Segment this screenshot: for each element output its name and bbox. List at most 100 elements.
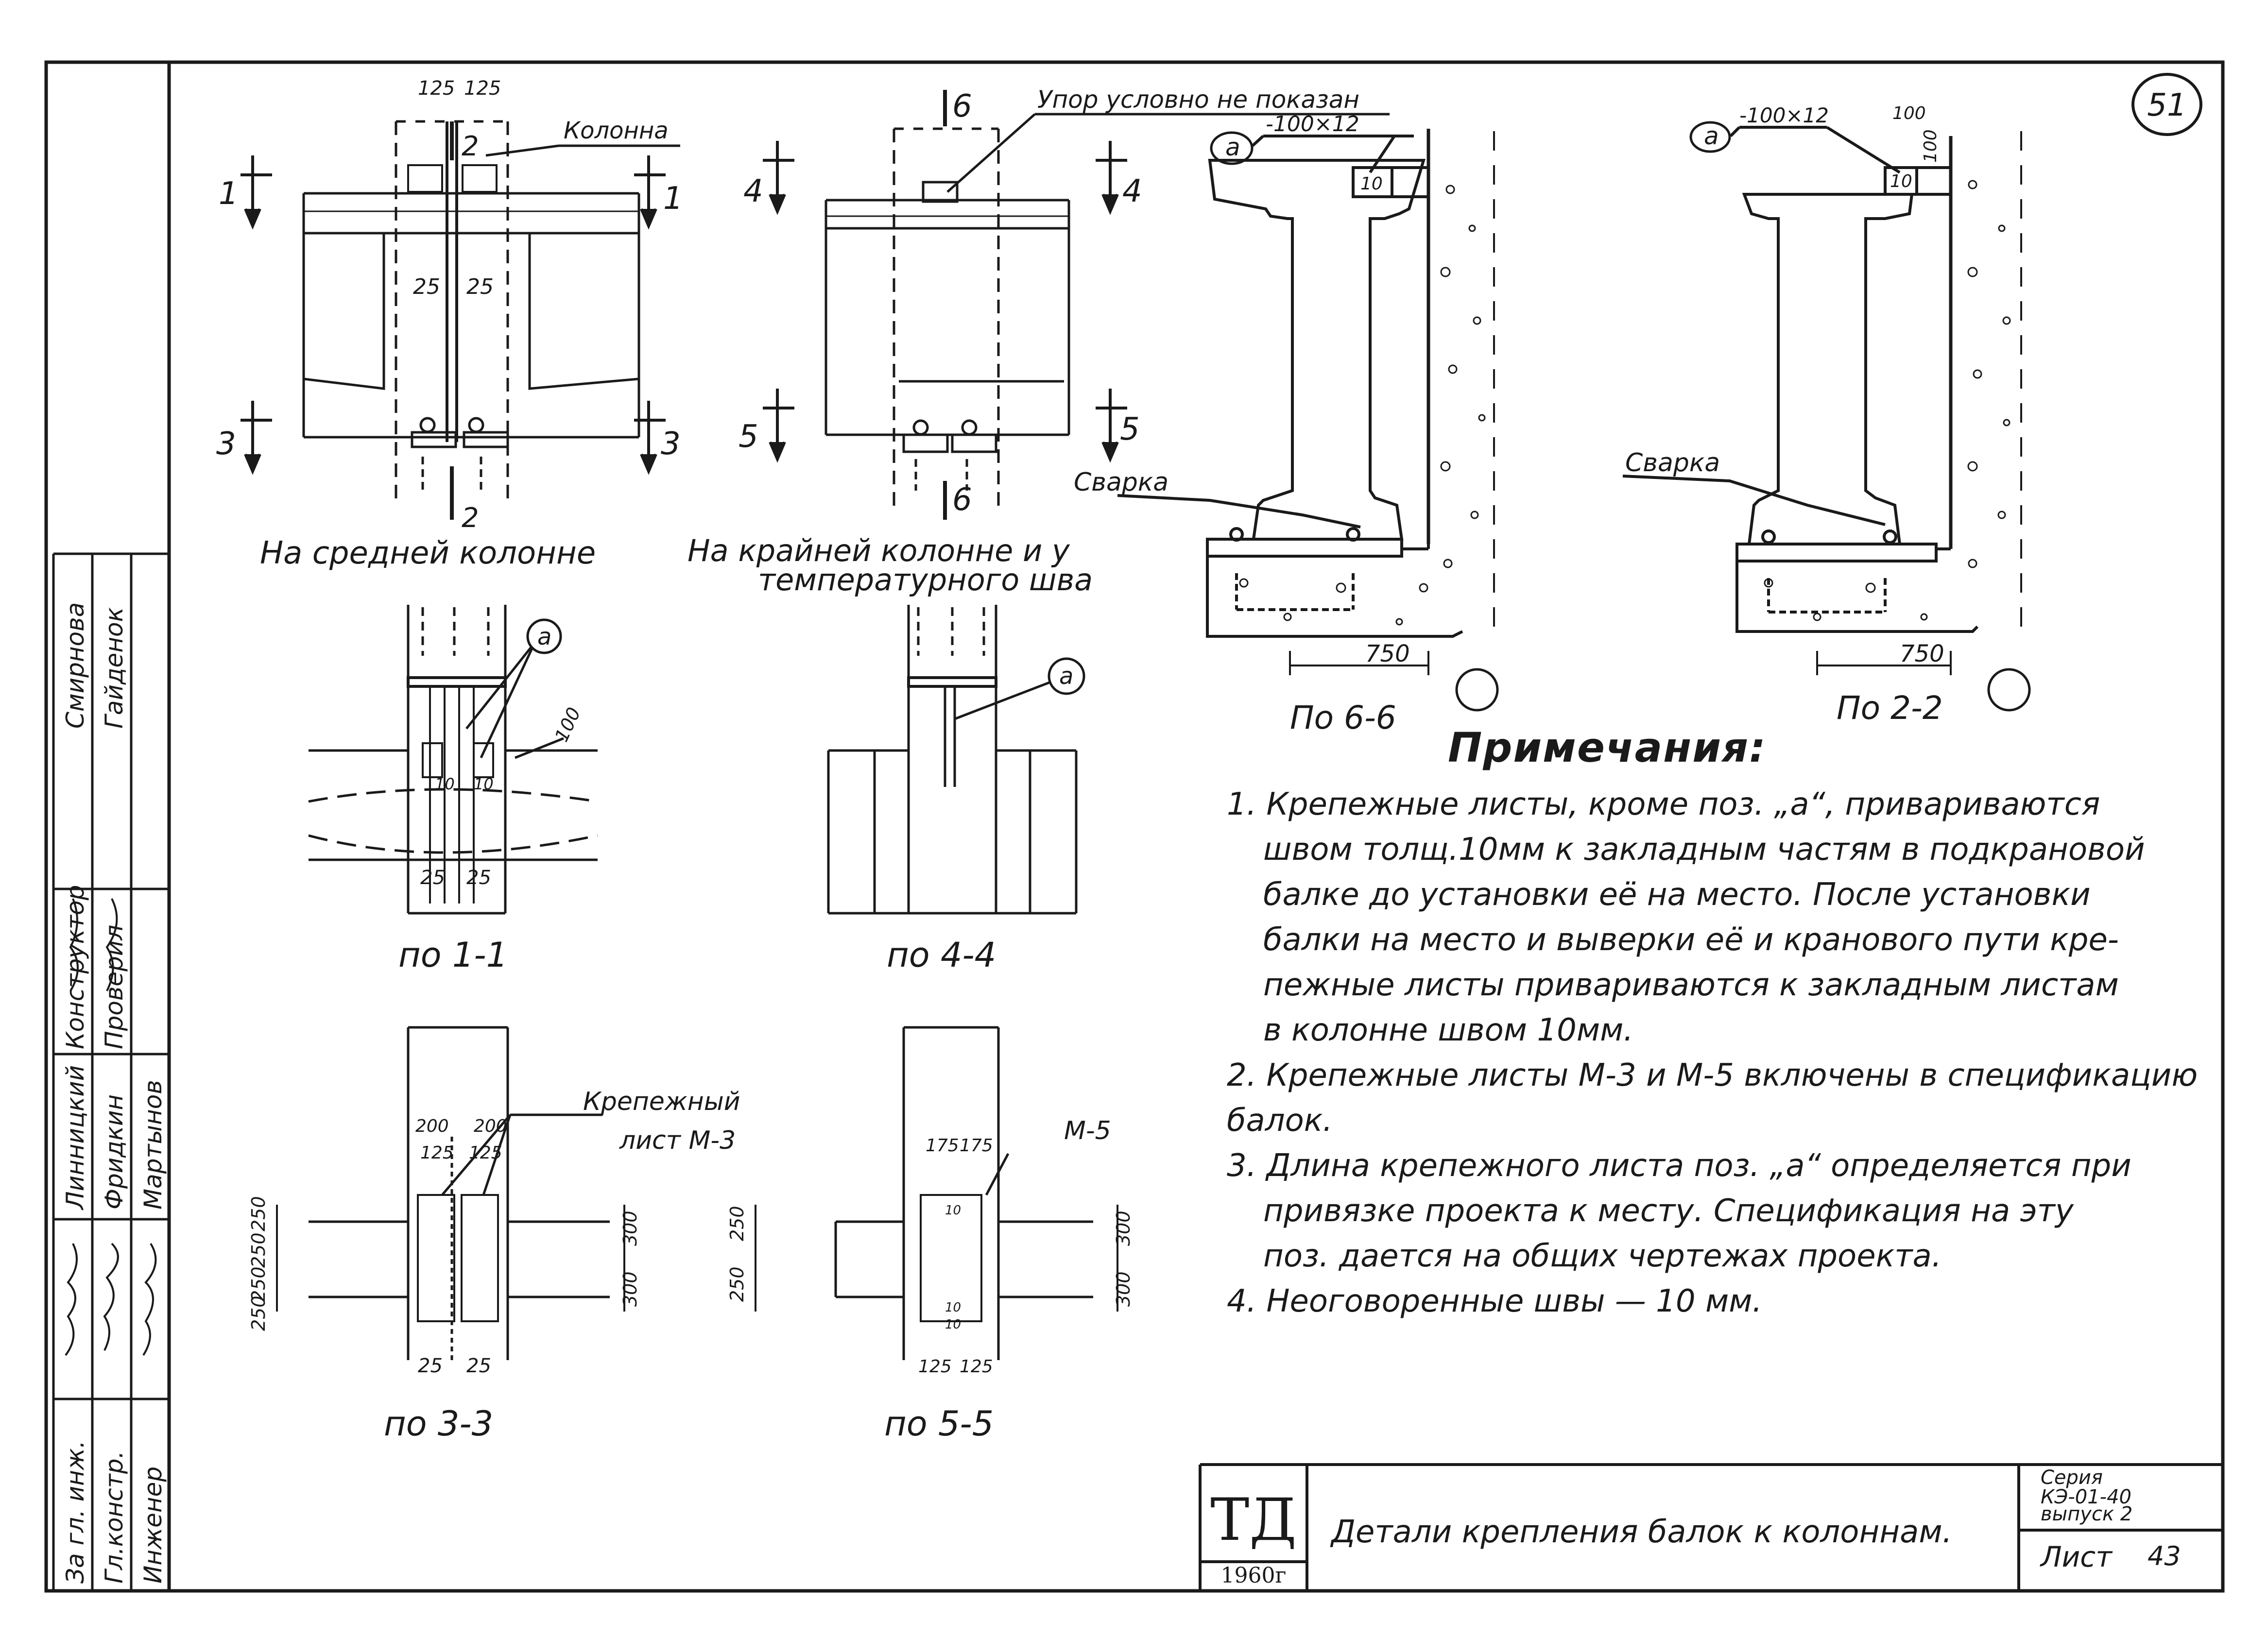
mark-4-right: 4 bbox=[1122, 173, 1142, 209]
dim-300-bottom: 300 bbox=[619, 1271, 641, 1307]
dim-25-1-1-right: 25 bbox=[466, 867, 491, 889]
caption-4-4: по 4-4 bbox=[887, 935, 996, 975]
dim-300-5-5-top: 300 bbox=[1113, 1211, 1134, 1246]
dim-125-right: 125 bbox=[469, 1143, 502, 1163]
mark-a-4-4: а bbox=[1059, 663, 1073, 690]
note-item: 1. Крепежные листы, кроме поз. „а“, прив… bbox=[1227, 782, 2223, 1053]
dim-25-1-1-left: 25 bbox=[420, 867, 445, 889]
view-section-4-4: а по 4-4 bbox=[827, 605, 1085, 975]
view-section-2-2: -100×12 а 100 100 10 Сварка 750 По 2-2 bbox=[1622, 103, 2031, 727]
sig-name-1: Линницкий bbox=[61, 1065, 89, 1211]
dim-250-a: 250 bbox=[248, 1196, 269, 1231]
mark-2-top: 2 bbox=[462, 131, 479, 162]
caption-6-6: По 6-6 bbox=[1290, 699, 1396, 736]
dim-200-right: 200 bbox=[474, 1116, 507, 1136]
label-sheet-m3-2: лист М-3 bbox=[619, 1126, 736, 1155]
dim-750-2-2: 750 bbox=[1900, 640, 1944, 667]
sig-title-3: Инженер bbox=[139, 1466, 167, 1584]
mark-6-bottom: 6 bbox=[952, 482, 972, 518]
dim-125-5-5-left: 125 bbox=[918, 1357, 952, 1377]
note-line: в колонне швом 10мм. bbox=[1263, 1012, 1633, 1048]
series-code: КЭ-01-40 bbox=[2041, 1486, 2131, 1508]
concrete-hatch bbox=[1239, 185, 1486, 626]
sig-name-5: Гайденок bbox=[100, 607, 128, 729]
sig-name-2: Фридкин bbox=[100, 1094, 128, 1210]
view-section-1-1: а 100 10 10 25 25 по 1-1 bbox=[308, 605, 598, 975]
drawing-title: Детали крепления балок к колоннам. bbox=[1330, 1514, 1952, 1550]
series-label: Серия bbox=[2041, 1466, 2103, 1489]
note-item: 3. Длина крепежного листа поз. „а“ опред… bbox=[1227, 1143, 2223, 1279]
caption-2-2: По 2-2 bbox=[1837, 689, 1943, 727]
label-sheet-m3-1: Крепежный bbox=[583, 1087, 740, 1116]
dim-10-5-5-c: 10 bbox=[945, 1317, 961, 1332]
dim-250-b: 250 bbox=[248, 1232, 269, 1268]
note-item: 2. Крепежные листы М-3 и М-5 включены в … bbox=[1227, 1053, 2223, 1143]
view-section-3-3: Крепежный лист М-3 200 200 125 125 250 2… bbox=[248, 1026, 740, 1444]
sig-name-3: Мартынов bbox=[139, 1080, 167, 1210]
sheet-label: Лист bbox=[2040, 1540, 2113, 1573]
dim-10-6-6: 10 bbox=[1360, 174, 1383, 194]
label-weld-6-6: Сварка bbox=[1074, 468, 1168, 497]
dim-300-5-5-bottom: 300 bbox=[1113, 1271, 1134, 1307]
dim-web-25-left: 25 bbox=[413, 274, 440, 299]
note-line: швом толщ.10мм к закладным частям в подк… bbox=[1263, 832, 2145, 868]
dim-10-5-5-a: 10 bbox=[945, 1203, 961, 1218]
mark-5-left: 5 bbox=[739, 419, 758, 455]
dim-250-c: 250 bbox=[248, 1266, 269, 1302]
section-arrows bbox=[241, 121, 666, 520]
title-block: ТД 1960г Детали крепления балок к колонн… bbox=[1199, 1463, 2223, 1591]
dim-175-left: 175 bbox=[926, 1136, 959, 1156]
label-plate-2-2: -100×12 bbox=[1739, 103, 1829, 127]
mark-4-left: 4 bbox=[743, 173, 763, 209]
note-line: балки на место и выверки её и кранового … bbox=[1263, 922, 2119, 958]
caption-end-column-2: температурного шва bbox=[758, 562, 1093, 597]
dim-100-top-2-2: 100 bbox=[1892, 103, 1926, 123]
mark-a-2-2: а bbox=[1704, 122, 1719, 150]
title-year: 1960г bbox=[1220, 1563, 1286, 1588]
mark-1-right: 1 bbox=[663, 181, 683, 217]
dim-25-3-3-right: 25 bbox=[466, 1355, 491, 1377]
caption-end-column-1: На крайней колонне и у bbox=[687, 533, 1070, 568]
title-logo: ТД bbox=[1210, 1486, 1297, 1554]
sig-title-1: За гл. инж. bbox=[61, 1440, 89, 1584]
dim-top-125-right: 125 bbox=[464, 77, 501, 100]
note-line: 4. Неоговоренные швы — 10 мм. bbox=[1227, 1283, 1762, 1319]
dim-10-1-1-left: 10 bbox=[435, 775, 455, 793]
dim-10-1-1-right: 10 bbox=[474, 775, 494, 793]
mark-a-6-6: а bbox=[1225, 133, 1240, 161]
mark-6-top: 6 bbox=[952, 88, 972, 124]
note-line: привязке проекта к месту. Спецификация н… bbox=[1263, 1193, 2074, 1229]
mark-1-left: 1 bbox=[219, 176, 239, 212]
mark-3-left: 3 bbox=[216, 426, 236, 462]
view-middle-column: 125 125 25 25 Колонна 1 1 3 3 2 2 На сре… bbox=[216, 77, 683, 571]
concrete-hatch-2 bbox=[1764, 180, 2011, 621]
sig-name-4: Смирнова bbox=[61, 602, 89, 729]
dim-250-5-5-a: 250 bbox=[726, 1206, 748, 1241]
note-line: пежные листы привариваются к закладным л… bbox=[1263, 967, 2119, 1003]
view-section-5-5: М-5 175 175 125 125 250 250 300 300 10 1… bbox=[726, 1026, 1134, 1444]
dim-top-125-left: 125 bbox=[418, 77, 455, 100]
handwritten-signatures bbox=[65, 898, 157, 1356]
dim-250-d: 250 bbox=[248, 1296, 269, 1331]
dim-200-left: 200 bbox=[415, 1116, 449, 1136]
caption-5-5: по 5-5 bbox=[884, 1404, 994, 1444]
dim-125-left: 125 bbox=[420, 1143, 454, 1163]
dim-100-side-2-2: 100 bbox=[1921, 129, 1941, 163]
notes-list: 1. Крепежные листы, кроме поз. „а“, прив… bbox=[1227, 782, 2223, 1324]
dim-250-5-5-b: 250 bbox=[726, 1266, 748, 1302]
label-m5: М-5 bbox=[1064, 1116, 1111, 1145]
mark-a-1-1: а bbox=[537, 623, 551, 650]
note-line: 1. Крепежные листы, кроме поз. „а“, прив… bbox=[1227, 786, 2100, 822]
caption-middle-column: На средней колонне bbox=[260, 535, 596, 571]
note-line: балке до установки её на место. После ус… bbox=[1263, 877, 2091, 913]
label-stop: Упор условно не показан bbox=[1037, 85, 1359, 114]
sig-title-2: Гл.констр. bbox=[100, 1451, 128, 1584]
view-end-column: Упор условно не показан 4 4 5 5 6 6 На к… bbox=[687, 85, 1390, 597]
mark-3-right: 3 bbox=[661, 426, 681, 462]
dim-10-2-2: 10 bbox=[1890, 171, 1912, 191]
mark-2-bottom: 2 bbox=[462, 502, 479, 534]
dim-25-3-3-left: 25 bbox=[418, 1355, 443, 1377]
sheet-number-text: 51 bbox=[2147, 87, 2186, 123]
note-line: 2. Крепежные листы М-3 и М-5 включены в … bbox=[1227, 1057, 2198, 1139]
